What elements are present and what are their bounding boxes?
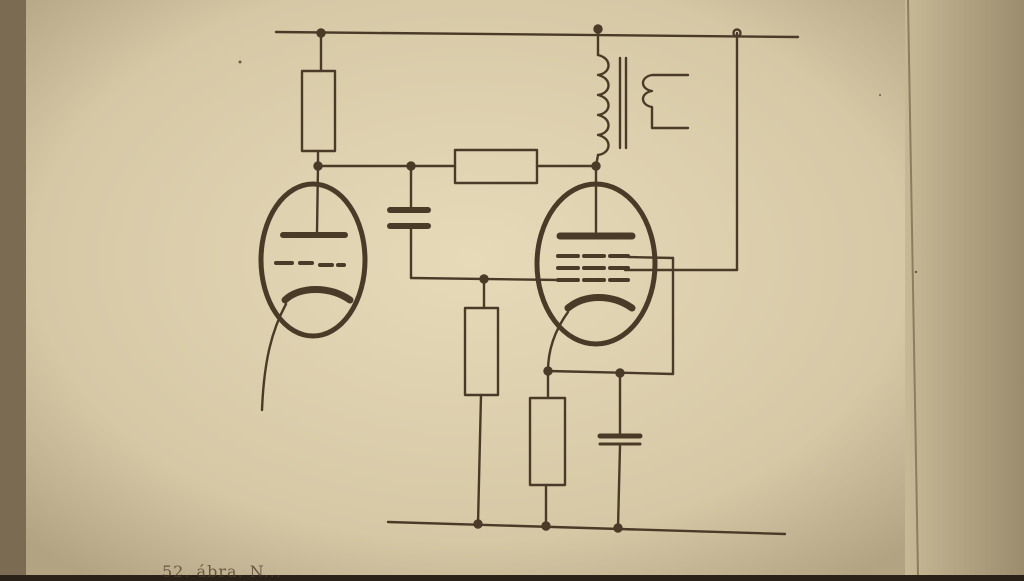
transformer-secondary-coil [641, 73, 690, 130]
bottom-ground-rail [386, 520, 787, 536]
circuit-schematic [258, 24, 800, 536]
node-ground-3 [613, 523, 623, 533]
page-fold-line [907, 0, 919, 575]
figure-caption-fragment: 52. ábra. N... [162, 562, 282, 581]
paper-speck [914, 270, 918, 274]
wire-transformer-down [594, 153, 600, 168]
pentode-cathode [564, 294, 636, 312]
triode-tube-left [258, 181, 368, 339]
paper-speck [238, 60, 242, 64]
node-ground-2 [541, 521, 551, 531]
node-ground-1 [473, 519, 483, 529]
wire-cathode-bus [546, 369, 675, 376]
next-page-edge [905, 0, 1024, 575]
transformer-primary-coil [596, 53, 610, 157]
cathode-resistor [528, 396, 567, 487]
wire-left-plate-to-anode [315, 164, 320, 234]
wire-suppressor-grid [626, 255, 675, 260]
wire-pentode-cathode-out [546, 310, 570, 373]
paper-speck [879, 94, 881, 96]
wire-bypass-capacitor-ground [616, 444, 622, 530]
wire-triode-cathode-out [260, 302, 288, 412]
triode-cathode [281, 286, 354, 304]
paper-page [26, 0, 916, 575]
top-supply-rail [274, 30, 800, 39]
wire-grid-leak-ground [476, 393, 483, 526]
